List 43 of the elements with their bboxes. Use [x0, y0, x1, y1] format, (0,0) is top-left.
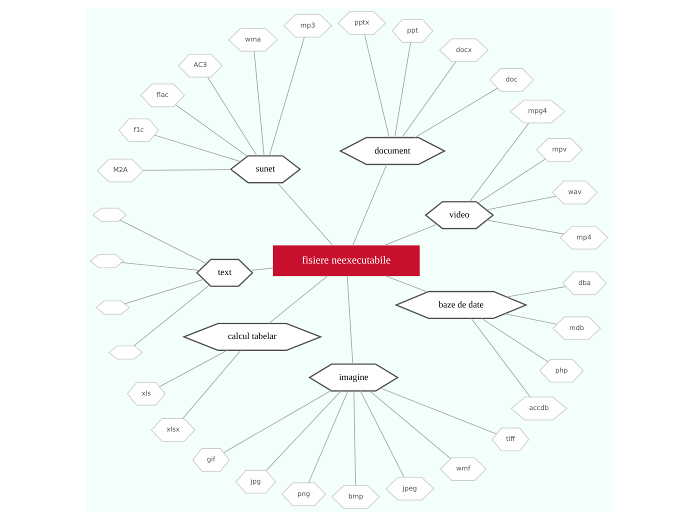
connector — [486, 220, 564, 234]
connector — [206, 76, 257, 156]
node-hexagon — [89, 254, 124, 268]
connector — [265, 390, 341, 472]
connector — [470, 318, 530, 398]
connector — [142, 169, 231, 171]
connector — [174, 104, 248, 157]
node-hexagon — [92, 208, 126, 222]
node-hexagon — [95, 300, 130, 315]
connector — [158, 350, 228, 388]
connector — [380, 388, 496, 434]
connector — [133, 284, 210, 346]
connector — [506, 286, 566, 298]
connector — [394, 42, 410, 138]
connector — [401, 61, 456, 138]
connector — [384, 275, 428, 292]
connector — [222, 390, 331, 453]
connector — [276, 182, 333, 246]
connector — [364, 34, 390, 138]
connector — [268, 275, 328, 324]
connector — [468, 122, 529, 202]
connector — [414, 88, 498, 138]
connector — [249, 268, 274, 271]
connector — [486, 196, 556, 210]
connector — [360, 390, 404, 478]
connector — [346, 275, 353, 364]
connector — [352, 390, 356, 486]
connector — [382, 224, 437, 246]
connector — [120, 262, 200, 271]
connector — [352, 164, 387, 246]
connector — [480, 318, 548, 362]
connector — [477, 158, 546, 204]
node-box: fisiere neexecutabile — [272, 245, 420, 276]
connector — [253, 50, 264, 156]
connector — [182, 350, 240, 419]
connector — [268, 36, 304, 156]
connector — [124, 278, 204, 304]
connector — [118, 220, 206, 264]
connector — [154, 134, 240, 162]
connector — [308, 390, 348, 484]
node-hexagon — [108, 345, 142, 360]
connector — [368, 390, 451, 460]
connector — [504, 313, 557, 325]
